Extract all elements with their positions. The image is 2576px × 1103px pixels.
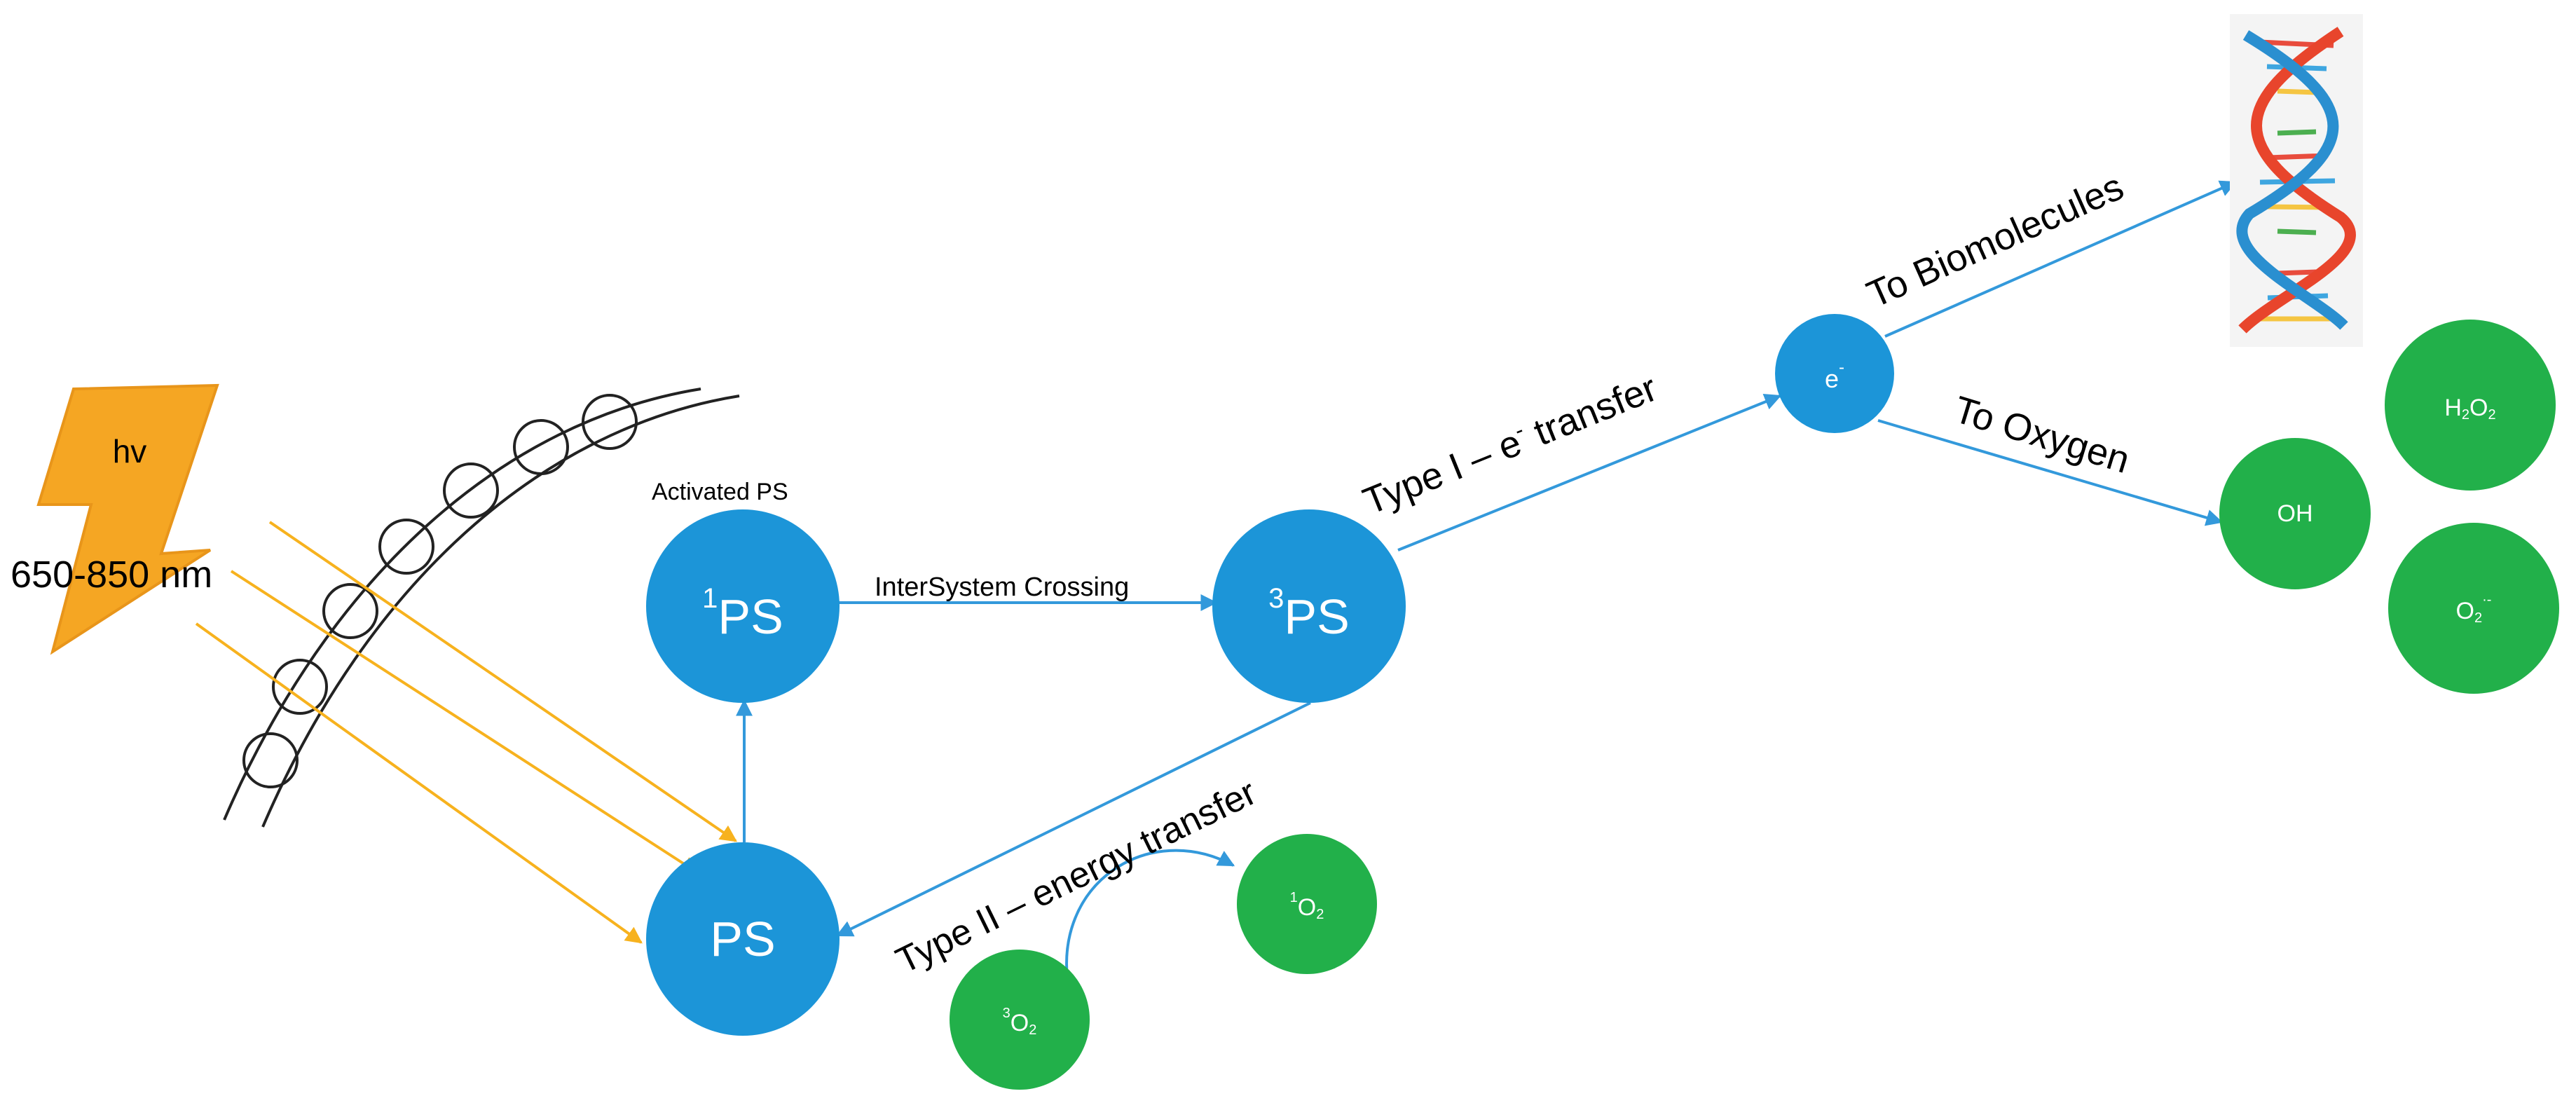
svg-text:e-: e- — [1825, 358, 1844, 393]
lightning-bolt-icon: hv — [36, 383, 219, 655]
to-biomolecules-arrow — [1884, 180, 2238, 338]
ps-singlet-node: 1PS — [646, 509, 840, 703]
type1-label: Type I – e- transfer — [1357, 365, 1663, 523]
light-symbol: hv — [113, 433, 147, 470]
svg-text:PS: PS — [710, 912, 775, 966]
ps-ground-node: PS — [646, 842, 840, 1036]
type2-label: Type II – energy transfer — [890, 772, 1263, 982]
hydrogen-peroxide-node: H2O2 — [2385, 320, 2556, 491]
svg-text:O2·-: O2·- — [2456, 592, 2492, 626]
light-rays — [195, 521, 737, 944]
cell-membrane-icon — [223, 388, 740, 828]
process-arrows — [736, 180, 2238, 989]
svg-text:1O2: 1O2 — [1290, 890, 1324, 922]
electron-node: e- — [1775, 314, 1894, 433]
oxygen-conversion-arrow — [1065, 849, 1235, 989]
type1-arrow — [1397, 393, 1782, 552]
to-oxygen-label: To Oxygen — [1949, 388, 2134, 481]
ps-triplet-node: 3PS — [1212, 509, 1406, 703]
triplet-oxygen-node: 3O2 — [950, 950, 1090, 1090]
svg-text:3PS: 3PS — [1268, 583, 1350, 644]
svg-text:1PS: 1PS — [702, 583, 783, 644]
intersystem-crossing-label: InterSystem Crossing — [875, 573, 1129, 602]
svg-text:3O2: 3O2 — [1003, 1006, 1037, 1038]
svg-text:H2O2: H2O2 — [2444, 395, 2495, 423]
dna-helix-icon — [2230, 14, 2363, 347]
to-oxygen-arrow — [1877, 419, 2224, 526]
type2-arrow — [835, 701, 1311, 937]
hydroxyl-node: OH — [2219, 438, 2371, 589]
activated-ps-label: Activated PS — [652, 479, 788, 505]
light-wavelength: 650-850 nm — [11, 554, 212, 596]
svg-text:OH: OH — [2277, 500, 2313, 527]
to-biomolecules-label: To Biomolecules — [1861, 165, 2130, 316]
superoxide-node: O2·- — [2388, 523, 2559, 694]
singlet-oxygen-node: 1O2 — [1237, 834, 1377, 974]
